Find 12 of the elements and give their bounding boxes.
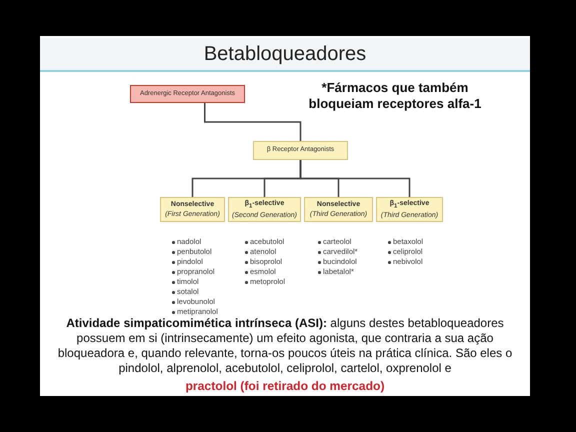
class-box [160,197,225,222]
paragraph-text: Atividade simpaticomimética intrínseca (ASI): alguns destes betabloqueadores possuem em si (intrinsecamente) um efeito agonista, que contraria a sua ação bloqueadora e, quando relevante, torna-os poucos úteis na prática clínica. São eles o pindolol, alprenolol, acebutolol, celiprolol, cartelol, oxprenolol e [56,316,514,376]
connector-line [204,103,302,141]
connector-line [300,160,410,197]
highlight-text: practolol (foi retirado do mercado) [184,379,386,394]
class-box [228,197,301,222]
class-box [376,197,443,222]
footnote-note: *Fármacos que também bloqueiam receptores alfa-1 [308,80,482,112]
class-box [304,197,373,222]
class-box [253,141,348,160]
root-box [130,85,245,103]
slide-title: Betabloqueadores [202,43,368,66]
